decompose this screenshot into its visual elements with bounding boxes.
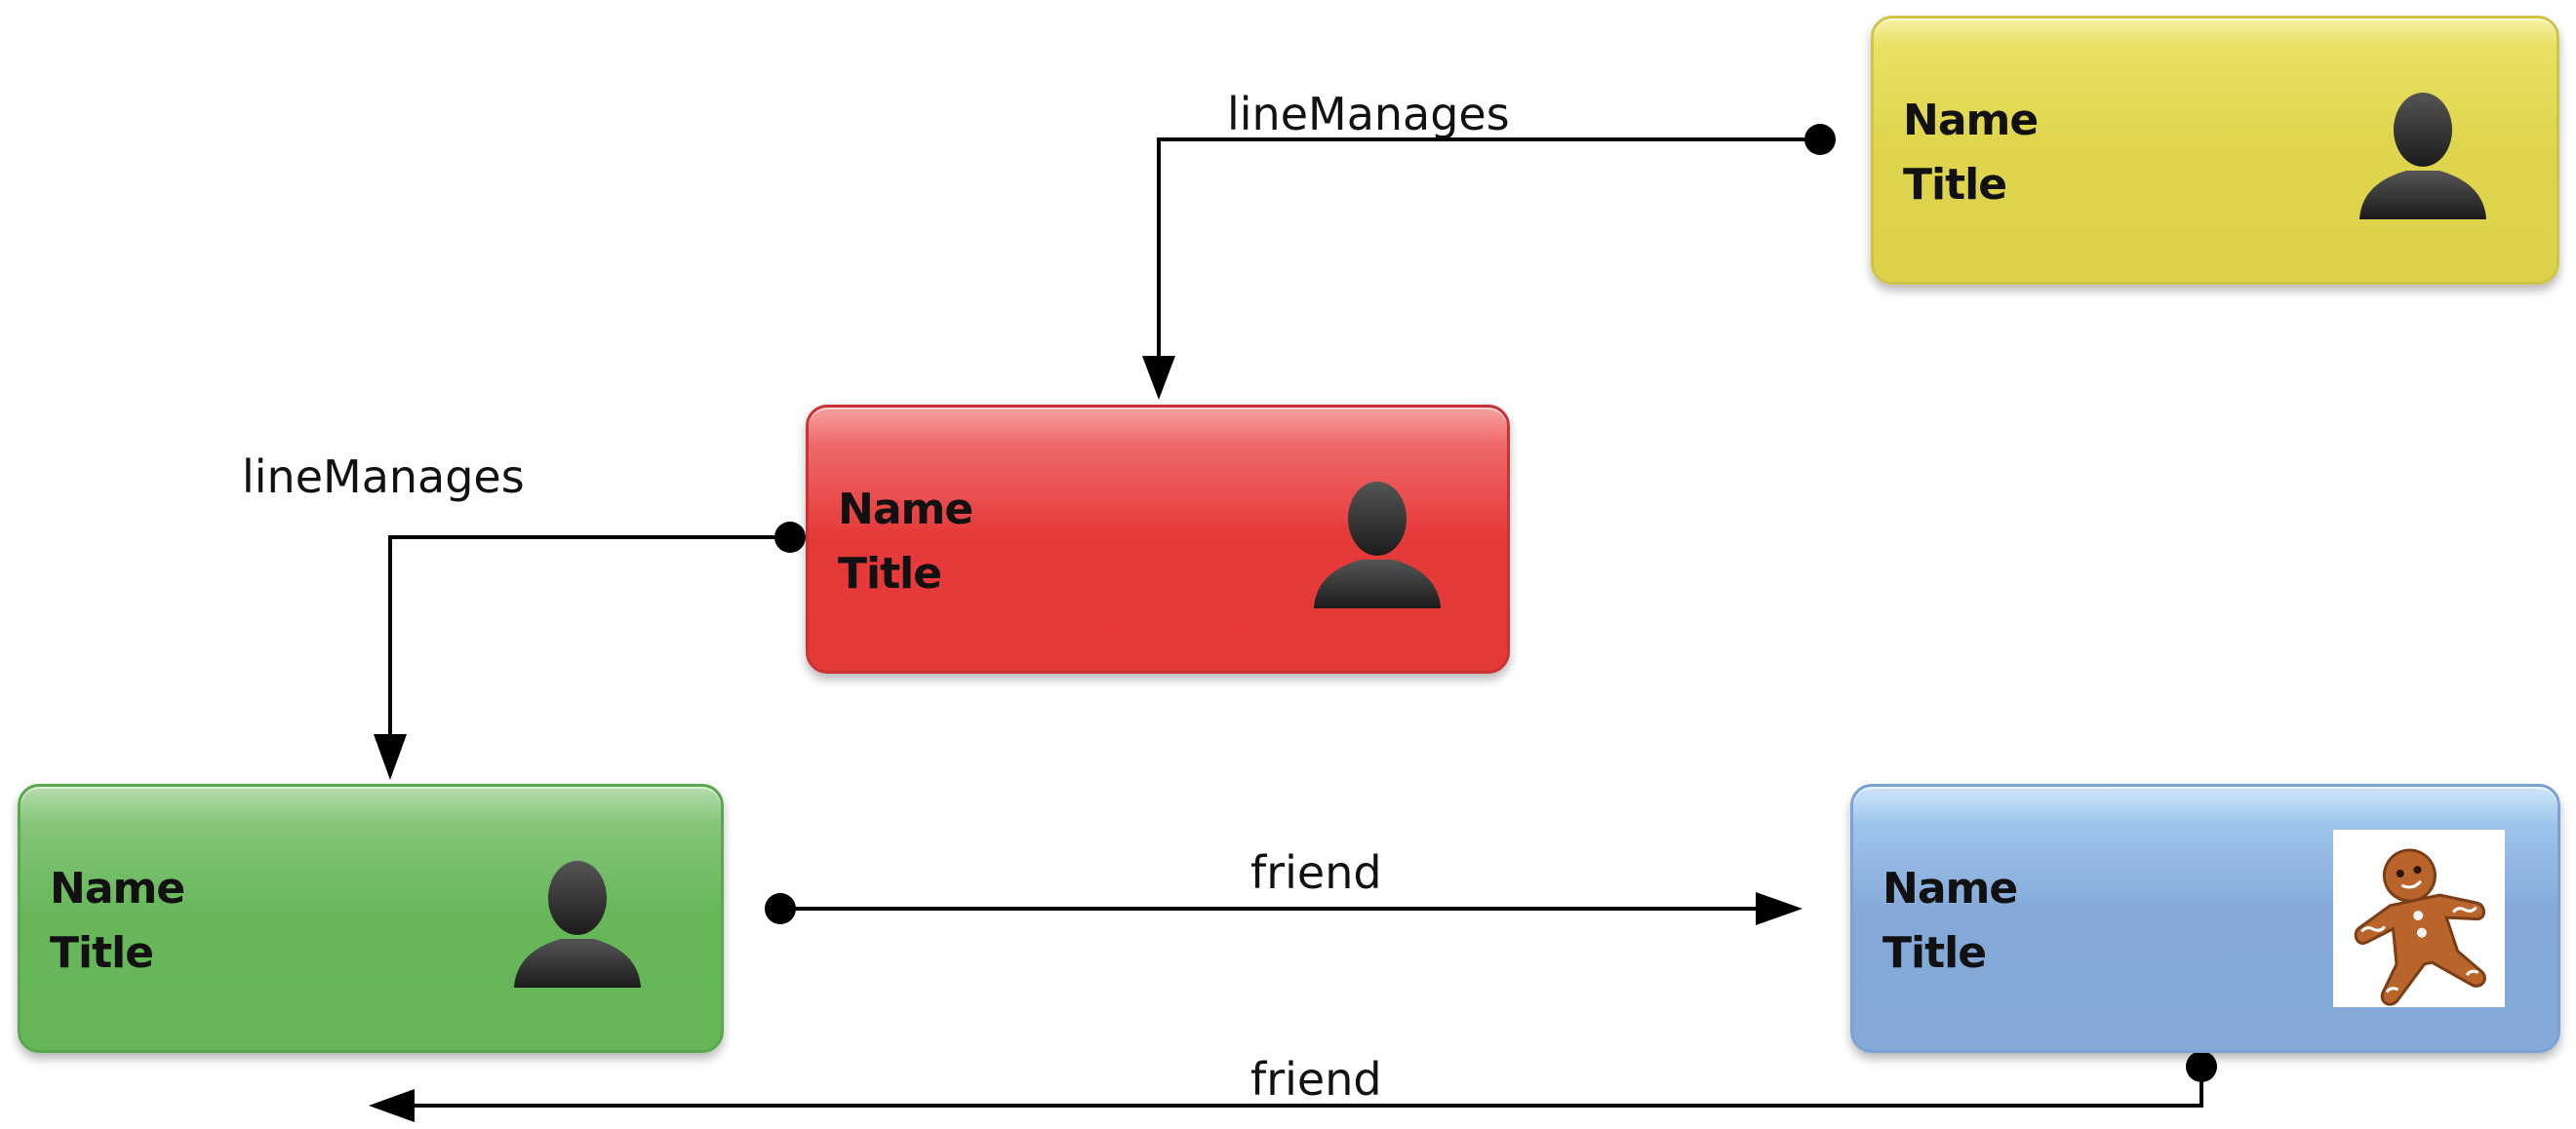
edge-blue-to-green[interactable] [369,1051,2217,1122]
node-name: Name [838,485,973,534]
node-name: Name [1903,96,2039,145]
person-silhouette-icon [2359,93,2486,219]
node-text: Name Title [1903,89,2039,217]
node-name: Name [1882,864,2018,914]
node-title: Title [838,549,942,599]
node-text: Name Title [838,478,973,606]
edge-label-yellow-to-red: lineManages [1227,88,1510,140]
edge-label-blue-to-green: friend [1250,1053,1382,1106]
person-node-yellow[interactable]: Name Title [1871,16,2559,285]
gingerbread-man-icon [2354,848,2486,1006]
person-node-blue[interactable]: Name Title [1850,784,2560,1053]
node-text: Name Title [50,857,185,986]
person-node-red[interactable]: Name Title [806,405,1510,674]
node-title: Title [1882,928,1987,978]
edge-label-green-to-blue: friend [1250,846,1382,899]
person-silhouette-icon [514,861,641,988]
edge-red-to-green[interactable] [374,522,806,780]
edge-yellow-to-red[interactable] [1142,124,1836,400]
avatar-photo [2333,830,2505,1007]
node-name: Name [50,864,185,914]
node-text: Name Title [1882,857,2018,986]
edge-label-red-to-green: lineManages [242,450,525,503]
person-node-green[interactable]: Name Title [18,784,724,1053]
node-title: Title [1903,160,2007,210]
edge-green-to-blue[interactable] [765,892,1803,925]
person-silhouette-icon [1314,482,1441,608]
node-title: Title [50,928,154,978]
